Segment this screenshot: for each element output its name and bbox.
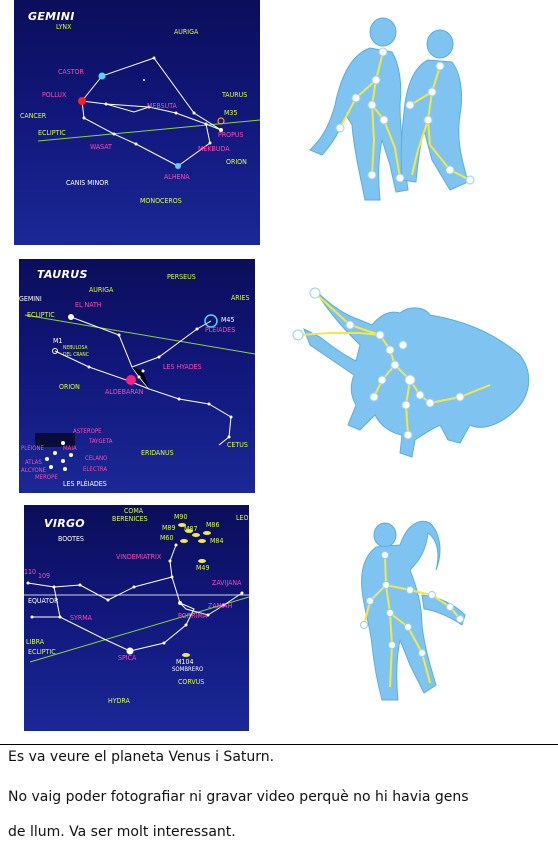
maiden-figure-icon (360, 520, 466, 701)
label-perseus: PERSEUS (167, 273, 196, 281)
label-109: 109 (38, 572, 51, 580)
aldebaran-star (126, 375, 136, 385)
pleiades-cluster (204, 314, 218, 328)
label-syrma: SYRMA (70, 614, 92, 622)
label-pleione: PLEIONE (21, 445, 44, 452)
label-alcyone: ALCYONE (21, 467, 47, 474)
spica-star (126, 647, 134, 655)
label-coma: COMA (124, 507, 144, 515)
label-ecliptic: ECLIPTIC (38, 129, 66, 137)
label-pleiades: PLEIADES (205, 326, 236, 334)
section-divider (0, 744, 558, 745)
label-cancer: CANCER (20, 112, 47, 120)
chart-title: TAURUS (37, 268, 88, 281)
castor-star (98, 72, 106, 80)
label-taurus: TAURUS (222, 91, 248, 99)
label-les-pleiades: LES PLÈIADES (63, 480, 107, 488)
m1-nebula (52, 348, 58, 354)
label-m104: M104 (176, 658, 194, 666)
label-bootes: BOOTES (58, 535, 84, 543)
label-monoceros: MONOCEROS (140, 197, 182, 205)
label-el-nath: EL NATH (75, 301, 102, 309)
label-m84: M84 (210, 537, 224, 545)
ecliptic-line (24, 314, 255, 355)
label-propus: PROPUS (218, 131, 244, 139)
label-atlas: ATLAS (25, 459, 42, 466)
ecliptic-line (29, 596, 249, 663)
label-hydra: HYDRA (108, 697, 130, 705)
label-electra: ELECTRA (83, 466, 108, 473)
label-auriga: AURIGA (89, 286, 114, 294)
taurus-star-chart: TAURUS PERSEUS GEMINI AURIGA ARIES EL NA… (19, 259, 255, 493)
label-auriga: AURIGA (174, 28, 199, 36)
label-taygeta: TAYGETA (89, 438, 113, 445)
label-pollux: POLLUX (42, 91, 67, 99)
label-wasat: WASAT (90, 143, 112, 151)
label-mekbuda: MEKBUDA (198, 145, 230, 153)
label-asterope: ASTEROPE (73, 428, 102, 435)
label-m60: M60 (160, 534, 174, 542)
label-aries: ARIES (231, 294, 250, 302)
chart-title: GEMINI (28, 10, 75, 23)
label-ecliptic: ECLIPTIC (27, 311, 55, 319)
virgo-star-chart: VIRGO COMA BERENICES LEO BOOTES M90 M89 … (24, 505, 249, 731)
label-nebulosa: NEBULOSA (63, 345, 88, 351)
label-maia: MAIA (63, 445, 77, 452)
label-berenices: BERENICES (112, 515, 148, 523)
label-orion: ORION (226, 158, 247, 166)
label-m49: M49 (196, 564, 210, 572)
label-m35: M35 (224, 109, 238, 117)
label-les-hyades: LES HYADES (163, 363, 202, 371)
label-libra: LIBRA (26, 638, 45, 646)
label-castor: CASTOR (58, 68, 84, 76)
label-m89: M89 (162, 524, 176, 532)
label-spica: SPICA (118, 654, 137, 662)
note-line-3: de llum. Va ser molt interessant. (8, 824, 236, 840)
castor-line (81, 57, 222, 131)
label-m87: M87 (184, 525, 198, 533)
label-equator: EQUATOR (28, 597, 59, 605)
label-alhena: ALHENA (164, 173, 190, 181)
gemini-chart-lines (37, 56, 260, 169)
label-110: 110 (24, 568, 37, 576)
label-corvus: CORVUS (178, 678, 205, 686)
label-cetus: CETUS (227, 441, 248, 449)
bull-figure-icon (292, 287, 530, 458)
label-canis-minor: CANIS MINOR (66, 179, 109, 187)
m35-cluster (217, 117, 225, 125)
label-mebsuta: MEBSUTA (147, 102, 177, 110)
label-m86: M86 (206, 521, 220, 529)
label-porrima: PORRIMA (178, 612, 208, 620)
label-ecliptic: ECLIPTIC (28, 648, 56, 656)
label-leo: LEO (236, 514, 249, 522)
pollux-star (78, 97, 86, 105)
label-aldebaran: ALDEBARAN (105, 388, 144, 396)
twins-figure-icon (309, 17, 475, 201)
note-line-1: Es va veure el planeta Venus i Saturn. (8, 749, 275, 765)
label-merope: MEROPE (35, 474, 58, 481)
note-line-2: No vaig poder fotografiar ni gravar vide… (8, 789, 469, 805)
el-nath-star (68, 314, 74, 320)
label-orion: ORION (59, 383, 80, 391)
label-celano: CELANO (85, 455, 108, 462)
label-del-cranc: DEL CRANC (63, 352, 89, 358)
taurus-chart-lines (24, 314, 255, 471)
gemini-star-chart: GEMINI LYNX AURIGA CASTOR POLLUX CANCER … (14, 0, 260, 245)
chart-title: VIRGO (44, 517, 85, 530)
label-zaniah: ZANIAH (208, 602, 233, 610)
label-m90: M90 (174, 513, 188, 521)
label-lynx: LYNX (56, 23, 72, 31)
alhena-star (175, 163, 181, 169)
label-sombrero: SOMBRERO (172, 666, 204, 673)
label-gemini: GEMINI (19, 295, 42, 303)
label-zavijana: ZAVIJANA (212, 579, 242, 587)
label-m45: M45 (221, 316, 235, 324)
label-eridanus: ERIDANUS (141, 449, 174, 457)
label-vindemiatrix: VINDEMIATRIX (116, 553, 162, 561)
pollux-line (81, 100, 222, 131)
virgo-chart-lines (24, 523, 249, 663)
label-m1: M1 (53, 337, 63, 345)
